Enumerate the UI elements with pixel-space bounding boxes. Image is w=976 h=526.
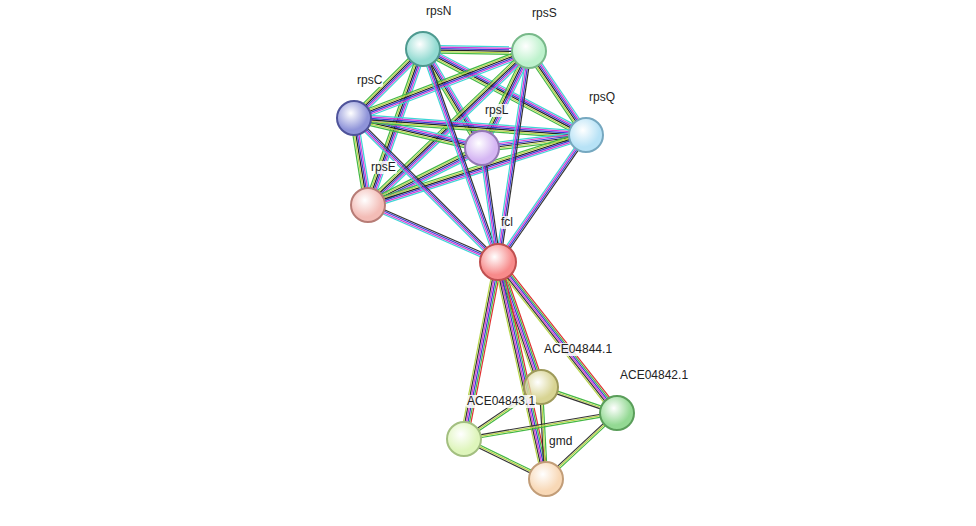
evidence-line bbox=[370, 118, 570, 133]
evidence-line bbox=[556, 394, 601, 410]
protein-node: ACE04842.1 bbox=[599, 395, 635, 431]
protein-node: gmd bbox=[528, 461, 564, 497]
protein-node: rpsC bbox=[336, 100, 372, 136]
node-label: rpsC bbox=[356, 74, 383, 87]
evidence-line bbox=[478, 447, 531, 473]
interaction-edge bbox=[535, 62, 580, 123]
evidence-line bbox=[370, 115, 570, 130]
evidence-line bbox=[535, 67, 574, 124]
evidence-line bbox=[506, 147, 575, 247]
evidence-line bbox=[540, 63, 579, 120]
protein-node: rpsQ bbox=[568, 117, 604, 153]
node-label: fcl bbox=[500, 216, 514, 229]
evidence-line bbox=[540, 403, 543, 463]
evidence-line bbox=[507, 148, 576, 248]
evidence-line bbox=[536, 66, 575, 123]
node-label: ACE04842.1 bbox=[619, 369, 689, 382]
evidence-line bbox=[382, 214, 482, 258]
protein-node: rpsL bbox=[464, 130, 500, 166]
node-label: rpsN bbox=[425, 5, 452, 18]
interaction-edge bbox=[506, 147, 579, 249]
evidence-line bbox=[383, 211, 483, 255]
evidence-line bbox=[510, 150, 579, 250]
protein-node: rpsE bbox=[350, 187, 386, 223]
node-label: rpsE bbox=[370, 161, 397, 174]
protein-node: fcl bbox=[479, 243, 517, 281]
interaction-edge bbox=[556, 391, 602, 409]
node-label: rpsS bbox=[531, 7, 558, 20]
evidence-line bbox=[539, 64, 578, 121]
evidence-line bbox=[541, 62, 580, 119]
protein-node: ACE04843.1 bbox=[446, 421, 482, 457]
evidence-line bbox=[556, 392, 601, 408]
node-label: gmd bbox=[548, 435, 573, 448]
evidence-line bbox=[479, 445, 532, 471]
evidence-line bbox=[370, 120, 570, 135]
node-label: rpsL bbox=[484, 104, 509, 117]
evidence-line bbox=[486, 164, 497, 245]
interaction-edge bbox=[480, 414, 602, 438]
protein-node: rpsS bbox=[511, 33, 547, 69]
interaction-edge bbox=[478, 445, 532, 473]
evidence-line bbox=[480, 417, 601, 438]
node-label: ACE04844.1 bbox=[543, 343, 613, 356]
evidence-line bbox=[480, 416, 601, 437]
evidence-line bbox=[384, 209, 484, 253]
protein-node: rpsN bbox=[405, 31, 441, 67]
interaction-edge bbox=[482, 164, 498, 246]
interaction-edge bbox=[439, 46, 513, 55]
evidence-line bbox=[537, 65, 576, 122]
evidence-line bbox=[485, 164, 496, 245]
evidence-line bbox=[498, 67, 524, 245]
evidence-line bbox=[479, 446, 532, 472]
evidence-line bbox=[353, 135, 362, 190]
evidence-line bbox=[383, 212, 483, 256]
evidence-line bbox=[370, 117, 570, 132]
evidence-line bbox=[508, 149, 577, 249]
interaction-edge bbox=[540, 403, 546, 463]
interaction-edge bbox=[498, 67, 529, 246]
evidence-line bbox=[480, 414, 601, 435]
evidence-line bbox=[439, 53, 513, 54]
node-label: ACE04843.1 bbox=[466, 395, 536, 408]
evidence-line bbox=[500, 67, 526, 245]
evidence-line bbox=[557, 391, 602, 407]
evidence-line bbox=[354, 134, 363, 189]
interaction-edge bbox=[353, 133, 369, 189]
interaction-edge bbox=[382, 209, 483, 257]
evidence-line bbox=[484, 164, 495, 245]
node-label: rpsQ bbox=[588, 91, 616, 104]
